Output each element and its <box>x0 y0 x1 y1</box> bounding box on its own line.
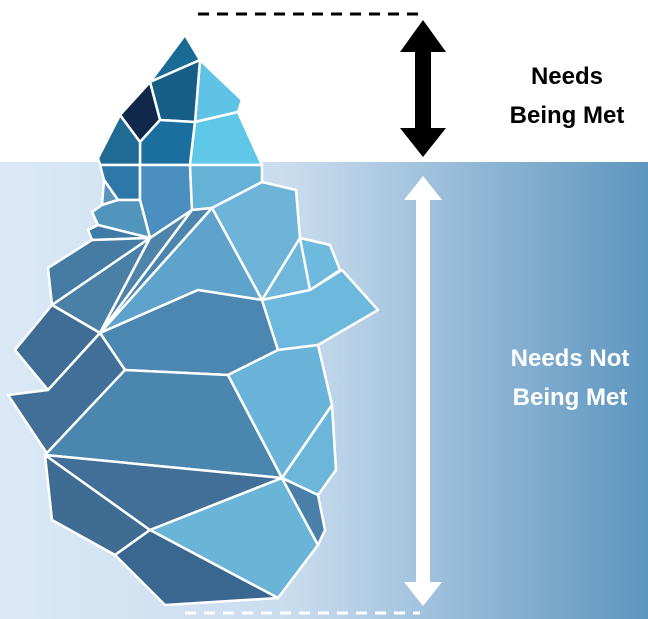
needs-not-met-arrow <box>404 176 442 606</box>
needs-met-label-line1: Needs <box>531 63 603 90</box>
needs-not-met-label-line1: Needs Not <box>511 345 630 372</box>
iceberg <box>6 33 380 607</box>
needs-met-label-line2: Being Met <box>510 102 625 129</box>
iceberg-facet <box>226 343 334 480</box>
needs-met-arrow <box>400 20 446 157</box>
iceberg-facet <box>188 110 264 167</box>
iceberg-facet <box>280 476 327 547</box>
iceberg-facet <box>113 528 280 607</box>
needs-not-met-label-line2: Being Met <box>513 384 628 411</box>
